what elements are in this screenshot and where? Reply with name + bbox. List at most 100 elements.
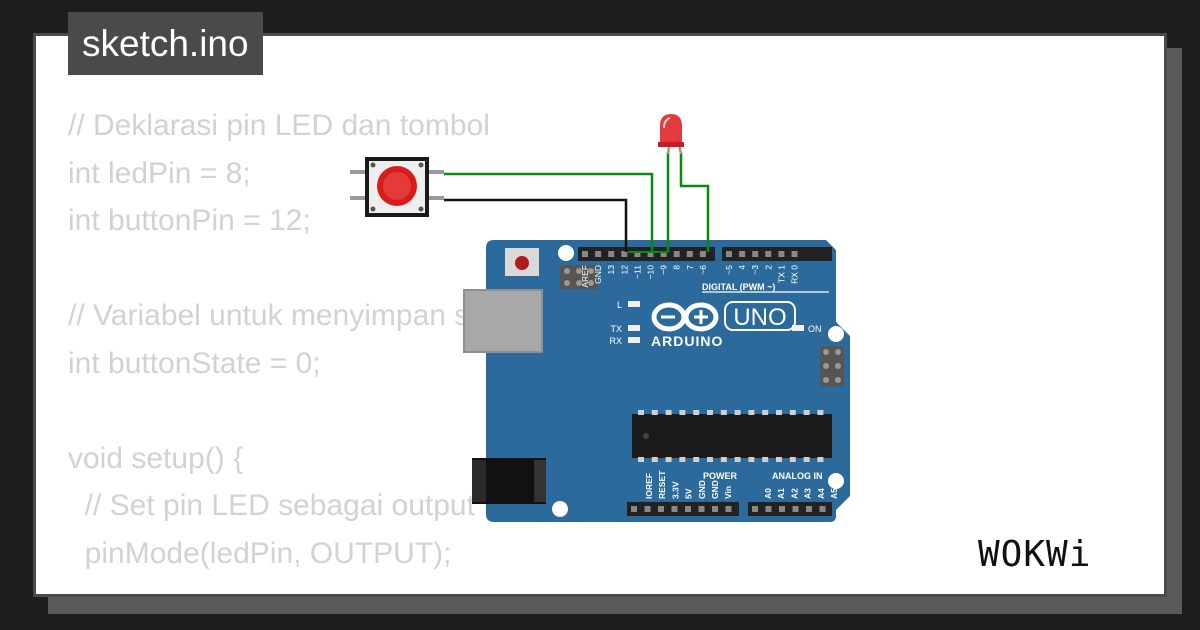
power-pin-hole [631, 506, 637, 512]
analog-pin-label: A2 [789, 488, 799, 499]
analog-pin-label: A1 [776, 488, 786, 499]
digital-pin-label: ~5 [724, 265, 734, 275]
power-pin-hole [658, 506, 664, 512]
power-pin-label: 3.3V [670, 481, 680, 499]
arduino-brand: ARDUINO [651, 333, 723, 349]
digital-pin-hole [699, 251, 706, 257]
digital-pin-hole [647, 251, 654, 257]
reset-button-cap [515, 256, 529, 270]
red-led[interactable] [658, 114, 684, 155]
digital-pin-label: GND [593, 265, 603, 284]
analog-header [748, 502, 832, 516]
digital-pin-label: AREF [580, 265, 590, 288]
digital-pin-label: TX 1 [776, 265, 786, 283]
digital-pin-hole [686, 251, 693, 257]
code-line: int ledPin = 8; [68, 156, 251, 190]
digital-pin-hole [660, 251, 667, 257]
digital-header [578, 247, 832, 261]
power-pin-hole [685, 506, 691, 512]
digital-pin-hole [621, 251, 628, 257]
on-label: ON [808, 324, 822, 334]
analog-pin-label: A5 [829, 488, 839, 499]
wires [444, 152, 710, 253]
usb-connector [463, 289, 543, 353]
digital-pin-label: ~11 [632, 265, 642, 279]
icsp-header [560, 265, 598, 289]
digital-pin-label: ~10 [646, 265, 656, 280]
digital-pin-label: 13 [606, 265, 616, 275]
code-line: void setup() { [68, 441, 244, 475]
wokwi-logo: WOKWi [978, 534, 1091, 575]
digital-pin-hole [765, 251, 772, 257]
wire-led-to-pin8 [679, 152, 710, 252]
code-line: // Set pin LED sebagai output [68, 489, 475, 522]
code-line: int buttonPin = 12; [68, 204, 311, 237]
arduino-logo: ARDUINO UNO [651, 301, 796, 349]
power-pin-label: GND [697, 480, 707, 499]
digital-pin-hole [739, 251, 746, 257]
power-pin-label: GND [710, 480, 720, 499]
power-pin-label: IOREF [644, 473, 654, 499]
power-pin-label: RESET [657, 470, 667, 499]
analog-pin-label: A0 [763, 488, 773, 499]
wire-button-to-gnd [444, 198, 628, 252]
power-pin-label: 5V [684, 488, 694, 499]
file-tab[interactable]: sketch.ino [68, 12, 263, 75]
analog-pin-label: A3 [803, 488, 813, 499]
digital-pin-label: ~3 [750, 265, 760, 275]
power-pin-hole [698, 506, 705, 512]
analog-pin-hole [752, 506, 758, 512]
power-pin-label: Vin [723, 486, 733, 499]
digital-pin-hole [582, 251, 588, 257]
analog-pin-label: A4 [816, 488, 826, 499]
digital-pin-hole [791, 251, 798, 257]
digital-pin-label: 2 [763, 265, 773, 270]
digital-pin-hole [752, 251, 759, 257]
digital-pin-hole [778, 251, 785, 257]
power-pin-hole [671, 506, 678, 512]
led-label-tx: TX [610, 324, 622, 334]
onboard-leds: L TX RX ON [609, 300, 821, 346]
power-pin-hole [725, 506, 732, 512]
digital-pin-label: 4 [737, 265, 747, 270]
mounting-hole [558, 245, 574, 261]
digital-pin-hole [595, 251, 602, 257]
digital-pin-hole [634, 251, 641, 257]
mounting-hole [828, 473, 844, 489]
power-pin-hole [712, 506, 718, 512]
mounting-hole [828, 326, 844, 342]
analog-pin-hole [779, 506, 785, 512]
digital-pin-hole [673, 251, 680, 257]
icsp-header-right [820, 346, 844, 386]
digital-pin-label: 7 [685, 265, 695, 270]
code-line: int buttonState = 0; [68, 346, 321, 380]
mounting-hole [552, 501, 568, 517]
on-led [792, 325, 804, 331]
power-jack [472, 458, 546, 504]
analog-pin-hole [806, 506, 812, 512]
analog-pin-hole [765, 506, 772, 512]
code-line: pinMode(ledPin, OUTPUT); [68, 536, 452, 570]
wokwi-logo-text: WOKWi [978, 534, 1091, 575]
analog-pin-hole [819, 506, 826, 512]
arduino-model: UNO [733, 304, 786, 331]
analog-label: ANALOG IN [772, 471, 823, 481]
digital-pin-label: RX 0 [790, 265, 800, 284]
power-header [627, 502, 739, 516]
digital-pin-hole [608, 251, 615, 257]
wire-button-to-pin12 [444, 172, 654, 252]
digital-pin-label: 12 [619, 265, 629, 275]
digital-pin-hole [726, 251, 732, 257]
analog-pin-hole [792, 506, 799, 512]
digital-pin-label: ~6 [698, 265, 708, 275]
pushbutton[interactable] [350, 157, 444, 217]
power-pin-hole [644, 506, 651, 512]
microcontroller-chip [632, 410, 832, 462]
led-label-rx: RX [609, 336, 622, 346]
digital-header-label: DIGITAL (PWM ~) [702, 282, 775, 292]
digital-pin-holes [582, 251, 798, 257]
